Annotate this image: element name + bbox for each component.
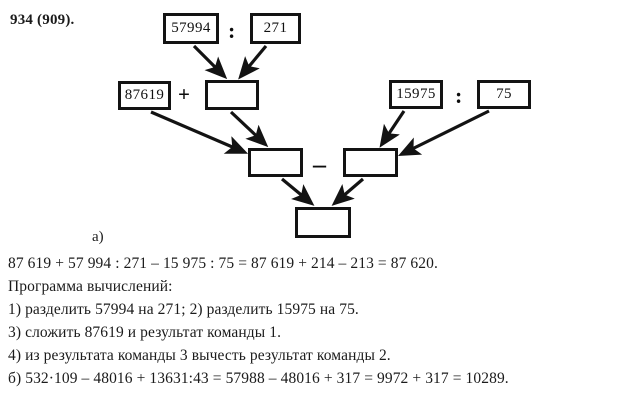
operator-plus: + [178,82,190,106]
box-sum[interactable] [248,148,303,177]
diagram-arrows-layer [150,44,490,206]
operator-colon-1: : [228,18,236,43]
arrow-dividend2-to-quotient2 [379,110,406,148]
solution-text-block: 87 619 + 57 994 : 271 – 15 975 : 75 = 87… [8,252,618,390]
arrow-addend-to-sum [150,110,249,154]
solution-line: 4) из результата команды 3 вычесть резул… [8,347,391,364]
box-quotient-1[interactable] [205,80,259,110]
solution-line: б) 532·109 – 48016 + 13631:43 = 57988 – … [8,370,509,387]
solution-line: 1) разделить 57994 на 271; 2) разделить … [8,301,359,318]
arrow-divisor1-to-quotient1 [238,44,268,80]
solution-line: Программа вычислений: [8,278,173,295]
arrow-sum-to-result [280,177,315,206]
box-dividend-2[interactable]: 15975 [389,80,443,109]
arrow-quotient2-to-result [331,177,365,206]
arrow-group [150,44,490,206]
calculation-scheme-diagram: 57994 : 271 87619 + 15975 : 75 – a) [92,13,531,245]
page-title: 934 (909). [10,12,75,28]
box-dividend-1[interactable]: 57994 [163,13,219,44]
part-label-a: a) [92,229,104,245]
box-result[interactable] [295,207,351,238]
operator-colon-2: : [455,83,463,108]
solution-line: 87 619 + 57 994 : 271 – 15 975 : 75 = 87… [8,255,438,272]
operator-minus: – [313,150,326,179]
arrow-divisor2-to-quotient2 [397,109,490,156]
box-divisor-1[interactable]: 271 [250,13,301,44]
arrow-quotient1-to-sum [229,110,269,148]
arrow-dividend1-to-quotient1 [192,44,228,80]
box-addend[interactable]: 87619 [118,81,171,110]
solution-line: 3) сложить 87619 и результат команды 1. [8,324,282,341]
box-quotient-2[interactable] [343,148,398,177]
box-divisor-2[interactable]: 75 [477,80,531,109]
